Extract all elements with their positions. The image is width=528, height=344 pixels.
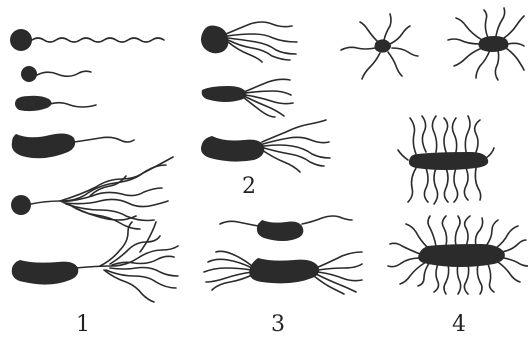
group-3-cells bbox=[204, 216, 362, 294]
cell-3b-amphitrichous bbox=[204, 251, 362, 294]
cell-1e-lophotrichous bbox=[11, 157, 173, 229]
cell-4c-peritrichous bbox=[398, 116, 494, 204]
group-label-3: 3 bbox=[271, 314, 285, 336]
group-2-cells bbox=[201, 22, 330, 172]
cell-1c-monotrichous bbox=[15, 96, 96, 111]
cell-1d-monotrichous bbox=[12, 134, 134, 159]
cell-2b-lophotrichous bbox=[202, 79, 293, 117]
group-4-cells bbox=[341, 8, 528, 294]
group-label-4: 4 bbox=[452, 314, 466, 336]
cell-3a-amphitrichous bbox=[220, 216, 352, 241]
cell-4d-peritrichous bbox=[388, 216, 528, 294]
cell-4a-peritrichous bbox=[341, 14, 418, 79]
group-label-2: 2 bbox=[242, 176, 256, 198]
cell-1a-monotrichous bbox=[10, 29, 164, 51]
group-1-cells bbox=[10, 29, 178, 302]
cell-1b-monotrichous bbox=[21, 66, 91, 82]
group-label-1: 1 bbox=[76, 314, 90, 336]
cell-2c-lophotrichous bbox=[201, 120, 330, 172]
cell-1f-lophotrichous bbox=[12, 222, 178, 302]
cell-4b-peritrichous bbox=[448, 8, 524, 80]
cell-2a-lophotrichous bbox=[201, 22, 297, 62]
